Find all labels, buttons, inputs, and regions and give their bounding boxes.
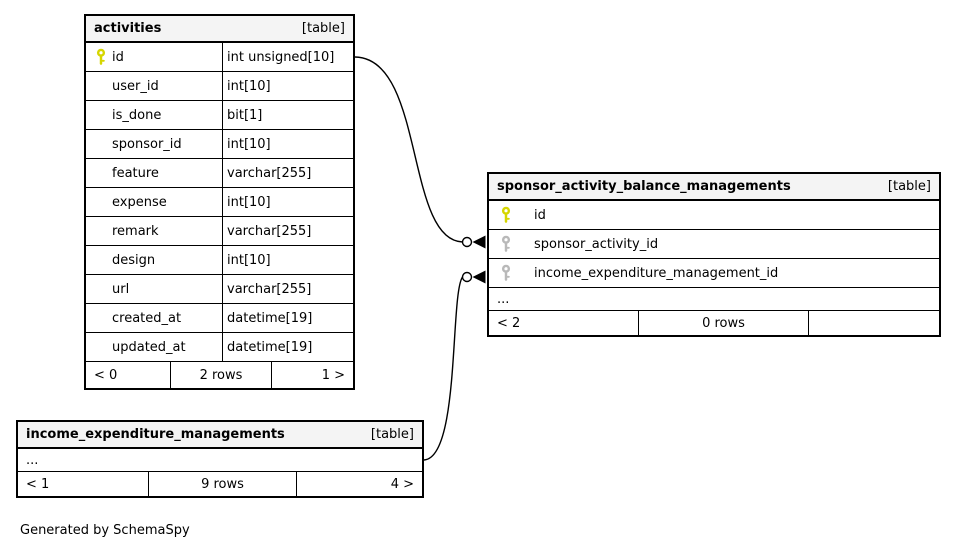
column-name: sponsor_id bbox=[112, 136, 182, 152]
table-title[interactable]: income_expenditure_managements bbox=[26, 427, 285, 442]
column-row-sponsor-id: sponsor_id int[10] bbox=[86, 130, 353, 159]
column-name: created_at bbox=[112, 310, 182, 326]
column-type: bit[1] bbox=[222, 101, 353, 129]
column-row-created-at: created_at datetime[19] bbox=[86, 304, 353, 333]
row-count: 9 rows bbox=[148, 472, 296, 496]
relationship-line-income-to-sponsor-balance bbox=[423, 276, 464, 461]
table-income-expenditure-managements: income_expenditure_managements [table] .… bbox=[16, 420, 424, 498]
fk-endpoint-sponsor-activity-id bbox=[461, 235, 486, 249]
children-count: 1 > bbox=[271, 362, 353, 388]
table-title[interactable]: sponsor_activity_balance_managements bbox=[497, 179, 791, 194]
column-row-feature: feature varchar[255] bbox=[86, 159, 353, 188]
relationship-line-activities-to-sponsor-balance bbox=[354, 56, 463, 243]
hidden-columns-ellipsis: ... bbox=[18, 449, 422, 472]
table-footer: < 0 2 rows 1 > bbox=[86, 361, 353, 388]
column-type: int[10] bbox=[222, 246, 353, 274]
column-row-id: id int unsigned[10] bbox=[86, 43, 353, 72]
column-row-remark: remark varchar[255] bbox=[86, 217, 353, 246]
column-row-is-done: is_done bit[1] bbox=[86, 101, 353, 130]
column-name: remark bbox=[112, 223, 159, 239]
column-name: expense bbox=[112, 194, 167, 210]
children-count: 4 > bbox=[296, 472, 422, 496]
column-name: user_id bbox=[112, 78, 159, 94]
column-name: feature bbox=[112, 165, 159, 181]
column-name: is_done bbox=[112, 107, 162, 123]
table-header: income_expenditure_managements [table] bbox=[18, 422, 422, 449]
column-type: varchar[255] bbox=[222, 275, 353, 303]
column-type: int unsigned[10] bbox=[222, 43, 353, 71]
column-name: id bbox=[112, 49, 124, 65]
table-title[interactable]: activities bbox=[94, 21, 162, 36]
parents-count: < 1 bbox=[26, 476, 50, 492]
primary-key-icon bbox=[500, 206, 512, 224]
column-name: design bbox=[112, 252, 156, 268]
table-type-badge: [table] bbox=[370, 427, 414, 442]
parents-count: < 2 bbox=[497, 315, 521, 331]
column-type: int[10] bbox=[222, 130, 353, 158]
column-name: id bbox=[534, 207, 546, 223]
column-name: sponsor_activity_id bbox=[534, 236, 659, 252]
column-row-design: design int[10] bbox=[86, 246, 353, 275]
column-name: income_expenditure_management_id bbox=[534, 265, 779, 281]
column-row-sponsor-activity-id: sponsor_activity_id bbox=[489, 230, 939, 259]
table-footer: < 1 9 rows 4 > bbox=[18, 471, 422, 496]
column-row-user-id: user_id int[10] bbox=[86, 72, 353, 101]
row-count: 2 rows bbox=[170, 362, 271, 388]
table-header: sponsor_activity_balance_managements [ta… bbox=[489, 174, 939, 201]
table-activities: activities [table] id int unsigned[10] u… bbox=[84, 14, 355, 390]
foreign-key-icon bbox=[500, 264, 512, 282]
column-row-url: url varchar[255] bbox=[86, 275, 353, 304]
column-name: url bbox=[112, 281, 130, 297]
column-row-id: id bbox=[489, 201, 939, 230]
column-row-income-expenditure-management-id: income_expenditure_management_id bbox=[489, 259, 939, 288]
hidden-columns-ellipsis: ... bbox=[489, 288, 939, 311]
foreign-key-icon bbox=[500, 235, 512, 253]
table-type-badge: [table] bbox=[887, 179, 931, 194]
column-type: int[10] bbox=[222, 188, 353, 216]
column-type: datetime[19] bbox=[222, 333, 353, 361]
children-count bbox=[808, 311, 939, 335]
column-type: datetime[19] bbox=[222, 304, 353, 332]
table-header: activities [table] bbox=[86, 16, 353, 43]
column-type: varchar[255] bbox=[222, 159, 353, 187]
column-type: int[10] bbox=[222, 72, 353, 100]
primary-key-icon bbox=[95, 48, 107, 66]
column-type: varchar[255] bbox=[222, 217, 353, 245]
column-row-expense: expense int[10] bbox=[86, 188, 353, 217]
table-sponsor-activity-balance-managements: sponsor_activity_balance_managements [ta… bbox=[487, 172, 941, 337]
column-name: updated_at bbox=[112, 339, 186, 355]
table-type-badge: [table] bbox=[301, 21, 345, 36]
fk-endpoint-income-expenditure-management-id bbox=[461, 270, 486, 284]
parents-count: < 0 bbox=[94, 367, 118, 383]
column-row-updated-at: updated_at datetime[19] bbox=[86, 333, 353, 362]
table-footer: < 2 0 rows bbox=[489, 310, 939, 335]
generated-by-note: Generated by SchemaSpy bbox=[20, 523, 190, 538]
row-count: 0 rows bbox=[638, 311, 808, 335]
